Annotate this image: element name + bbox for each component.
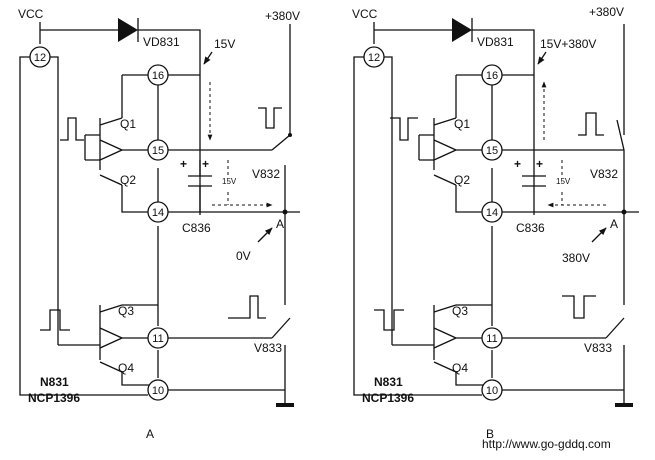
pin-16	[147, 64, 169, 86]
q3-label: Q3	[118, 304, 134, 318]
ic-part: NCP1396	[362, 391, 414, 405]
pin-15-label: 15	[486, 145, 498, 157]
q3-label: Q3	[452, 304, 468, 318]
pin12-inner-wire	[48, 56, 59, 345]
pin-14-label: 14	[486, 207, 498, 219]
pin-16-label: 16	[152, 70, 164, 82]
supply-label: +380V	[265, 9, 300, 23]
switch-v833	[271, 317, 291, 339]
q-bot-wires	[121, 304, 158, 386]
node-pointer	[257, 227, 273, 243]
cap-voltage: 15V	[556, 177, 571, 186]
q-bot-pulse	[40, 309, 70, 331]
q-top-drive	[84, 134, 100, 161]
node-label: A	[610, 217, 618, 231]
q1-label: Q1	[454, 117, 470, 131]
q-top-pulse	[390, 117, 418, 141]
q4-label: Q4	[452, 361, 468, 375]
q-top-pulse	[60, 117, 84, 141]
ic-name: N831	[40, 375, 69, 389]
q2-label: Q2	[454, 173, 470, 187]
ic-loop-wire	[19, 56, 148, 396]
diode-label: VD831	[143, 35, 180, 49]
top-voltage-pointer	[203, 51, 213, 65]
q1-symbol	[99, 117, 123, 151]
cap-label: C836	[516, 221, 545, 235]
pin-11-label: 11	[152, 333, 163, 345]
switch-v833	[605, 317, 625, 339]
q2-label: Q2	[120, 173, 136, 187]
switch-top-label: V832	[252, 167, 280, 181]
cap-voltage: 15V	[222, 177, 237, 186]
watermark[interactable]: http://www.go-gddq.com	[482, 437, 611, 451]
q2-emitter-wire	[121, 185, 148, 213]
switch-bottom-label: V833	[584, 341, 612, 355]
pin-14-label: 14	[152, 207, 164, 219]
bottom-gate-pulse	[562, 295, 596, 319]
diode-vd831-symbol	[118, 18, 138, 42]
ic-name: N831	[374, 375, 403, 389]
panel-b: VCC VD831 15V+380V +380V 12 16 Q1 Q2 15	[352, 5, 639, 441]
pin-12	[29, 46, 51, 68]
vcc-label: VCC	[18, 7, 44, 21]
supply-label: +380V	[589, 5, 624, 19]
q-bot-pulse	[374, 309, 404, 331]
node-voltage: 380V	[562, 251, 590, 265]
panel-a: VCC VD831 15V +380V 12 16 Q1	[18, 7, 300, 441]
svg-text:+: +	[536, 157, 543, 171]
panel-caption: A	[146, 427, 154, 441]
pin-16-label: 16	[486, 70, 498, 82]
q4-label: Q4	[118, 361, 134, 375]
q4-symbol	[99, 337, 123, 373]
diode-vd831-symbol	[452, 18, 472, 42]
cap-plus: +	[180, 157, 187, 171]
vcc-label: VCC	[352, 7, 378, 21]
top-gate-pulse	[258, 107, 282, 129]
diode-to-cap-wire	[138, 29, 201, 215]
top-voltage-label: 15V	[214, 37, 235, 51]
pin-10-label: 10	[152, 385, 164, 397]
cap-label: C836	[182, 221, 211, 235]
q2-symbol	[99, 149, 123, 186]
cap-plus-2: +	[202, 157, 209, 171]
pin-11-label: 11	[486, 333, 497, 345]
svg-text:+: +	[514, 157, 521, 171]
pin-12-label: 12	[34, 52, 46, 64]
pin-12-label: 12	[368, 52, 380, 64]
pin-16	[481, 64, 503, 86]
switch-v832	[616, 119, 625, 151]
top-voltage-label: 15V+380V	[540, 37, 596, 51]
pin-15-label: 15	[152, 145, 164, 157]
diode-label: VD831	[477, 35, 514, 49]
ic-part: NCP1396	[28, 391, 80, 405]
q1-label: Q1	[120, 117, 136, 131]
switch-bottom-label: V833	[254, 341, 282, 355]
pin-10-label: 10	[486, 385, 498, 397]
node-voltage: 0V	[236, 249, 251, 263]
switch-top-label: V832	[590, 167, 618, 181]
top-gate-pulse	[578, 112, 604, 136]
node-label: A	[276, 217, 284, 231]
q3-symbol	[99, 304, 123, 339]
panel-caption: B	[486, 427, 494, 441]
pin-12	[363, 46, 385, 68]
bottom-gate-pulse	[228, 295, 266, 319]
switch-v832	[271, 134, 291, 151]
